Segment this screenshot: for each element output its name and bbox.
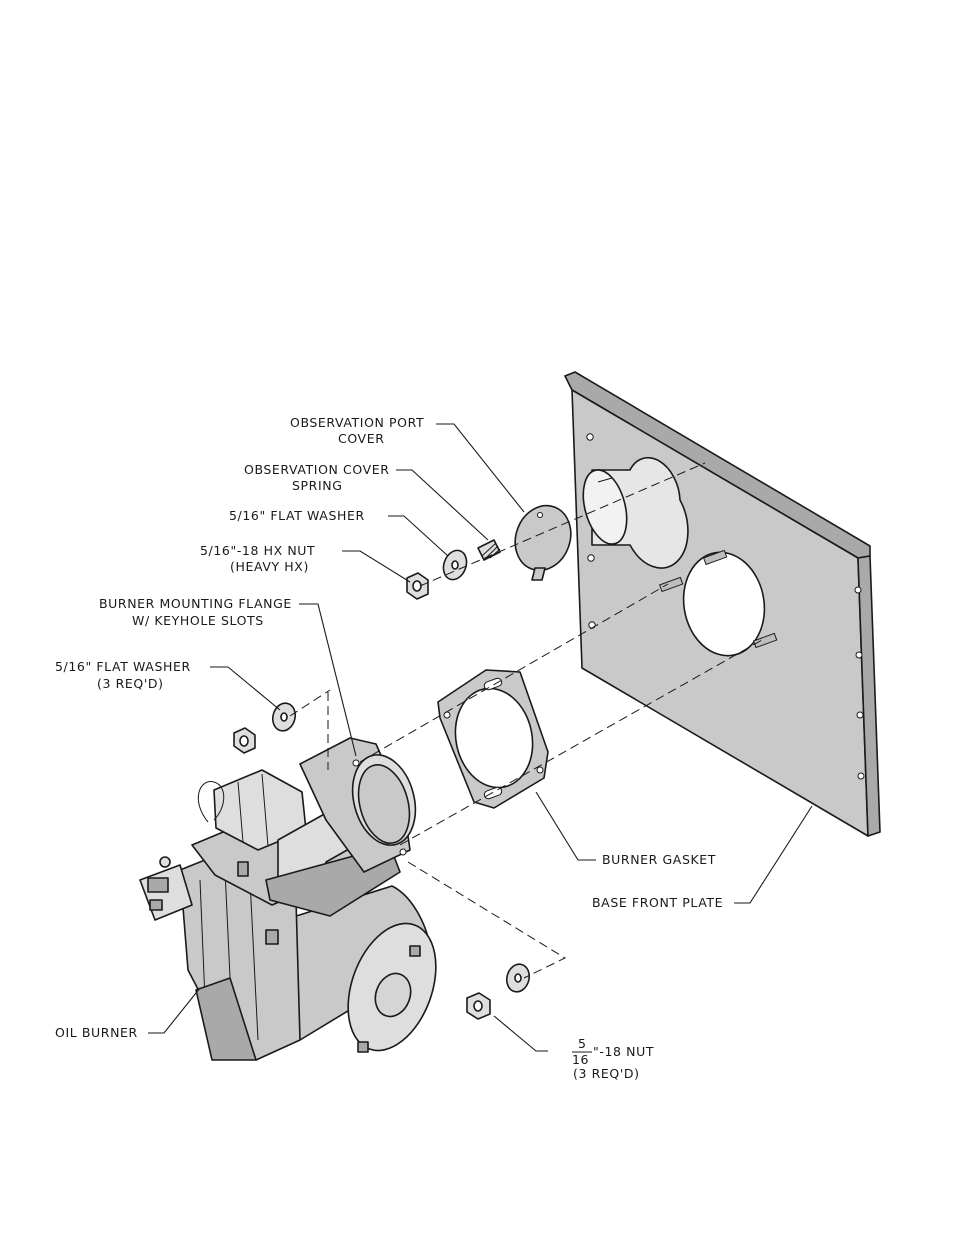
- label-nut-qty: (3 REQ'D): [573, 1066, 640, 1081]
- burner-gasket: [438, 670, 548, 808]
- label-nut-bottom: 5 16 "-18 NUT (3 REQ'D): [572, 1036, 654, 1081]
- observation-cover-spring: [478, 540, 500, 560]
- hx-nut-top: [407, 573, 428, 599]
- label-nut-suffix: "-18 NUT: [593, 1044, 654, 1059]
- label-nut-frac-denominator: 16: [572, 1052, 589, 1067]
- label-observation-port-cover-line1: OBSERVATION PORT: [290, 415, 424, 430]
- label-hx-nut-line1: 5/16"-18 HX NUT: [200, 543, 315, 558]
- label-flat-washer-left-line1: 5/16" FLAT WASHER: [55, 659, 191, 674]
- hx-nut-bottom: [467, 993, 490, 1019]
- flat-washer-bottom: [504, 962, 532, 995]
- label-burner-flange-line2: W/ KEYHOLE SLOTS: [132, 613, 264, 628]
- label-observation-cover-spring-line1: OBSERVATION COVER: [244, 462, 390, 477]
- label-flat-washer-left-line2: (3 REQ'D): [97, 676, 164, 691]
- label-nut-frac-numerator: 5: [578, 1036, 587, 1051]
- hx-nut-left: [234, 728, 255, 753]
- oil-burner: [140, 738, 452, 1063]
- label-burner-flange-line1: BURNER MOUNTING FLANGE: [99, 596, 292, 611]
- label-observation-port-cover-line2: COVER: [338, 431, 384, 446]
- observation-port-cover: [506, 498, 579, 580]
- base-front-plate: [565, 372, 880, 836]
- label-base-front-plate: BASE FRONT PLATE: [592, 895, 723, 910]
- label-flat-washer-top: 5/16" FLAT WASHER: [229, 508, 365, 523]
- label-observation-cover-spring-line2: SPRING: [292, 478, 342, 493]
- label-hx-nut-line2: (HEAVY HX): [230, 559, 309, 574]
- label-burner-gasket: BURNER GASKET: [602, 852, 716, 867]
- label-oil-burner: OIL BURNER: [55, 1025, 138, 1040]
